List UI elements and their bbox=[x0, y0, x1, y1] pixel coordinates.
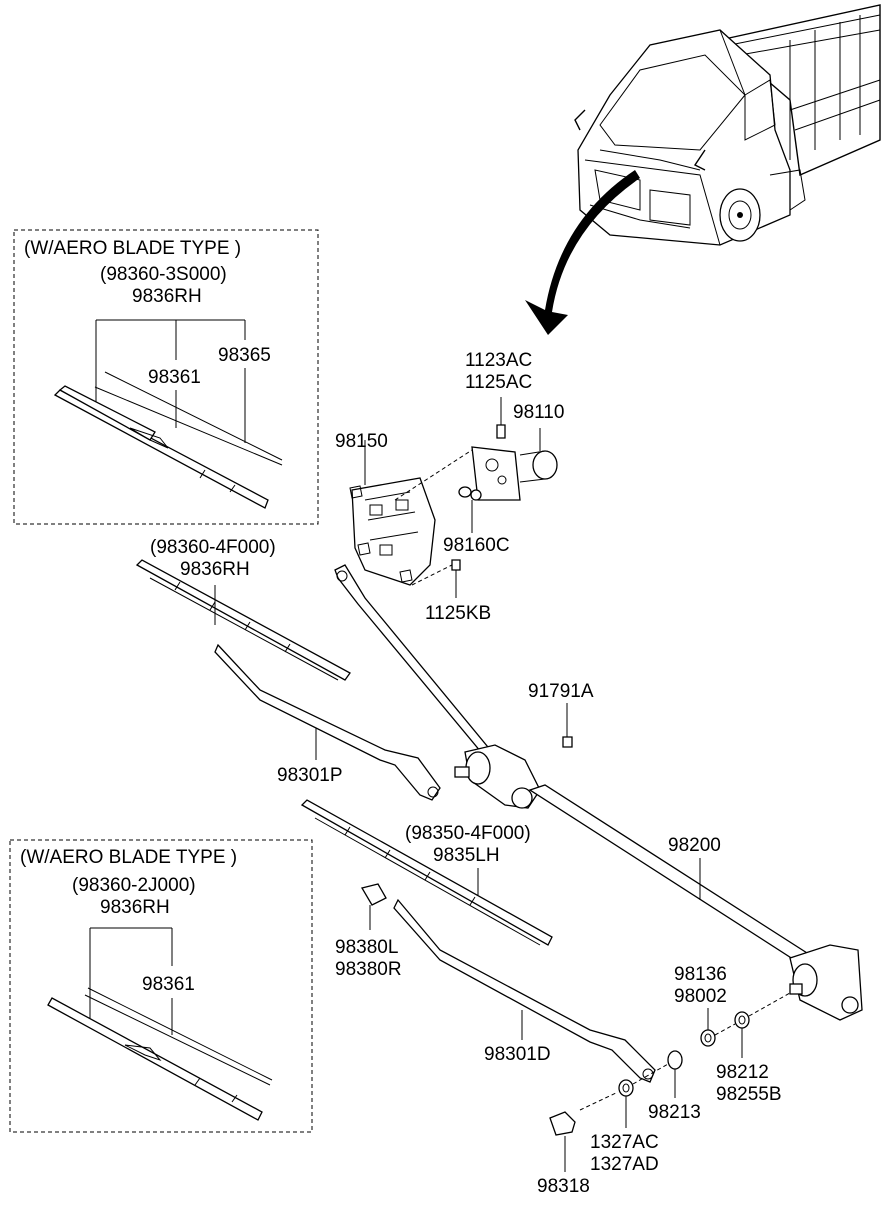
label-98212: 98212 bbox=[716, 1062, 769, 1083]
label-98301d: 98301D bbox=[484, 1044, 551, 1065]
label-98318: 98318 bbox=[537, 1176, 590, 1197]
label-98380l: 98380L bbox=[335, 937, 398, 958]
label-98002: 98002 bbox=[674, 986, 727, 1007]
label-98200: 98200 bbox=[668, 835, 721, 856]
inset-lower-name: 9836RH bbox=[100, 897, 170, 918]
label-1327ac: 1327AC bbox=[590, 1132, 659, 1153]
wiper-blade-lh bbox=[300, 799, 553, 946]
inset-upper-label-98361: 98361 bbox=[148, 367, 201, 388]
inset-box-upper: (W/AERO BLADE TYPE ) (98360-3S000) 9836R… bbox=[13, 229, 319, 525]
inset-upper-title: (W/AERO BLADE TYPE ) bbox=[24, 238, 241, 259]
label-98213: 98213 bbox=[648, 1102, 701, 1123]
inset-upper-name: 9836RH bbox=[132, 286, 202, 307]
label-1125kb: 1125KB bbox=[425, 603, 491, 624]
wiper-arm-lh bbox=[393, 898, 656, 1083]
inset-lower-code: (98360-2J000) bbox=[72, 875, 196, 896]
small-parts bbox=[549, 992, 791, 1172]
label-9836rh: 9836RH bbox=[180, 559, 250, 580]
label-98380r: 98380R bbox=[335, 959, 402, 980]
inset-lower-title: (W/AERO BLADE TYPE ) bbox=[20, 847, 237, 868]
wiper-blade-rh bbox=[135, 559, 351, 681]
inset-upper-code: (98360-3S000) bbox=[100, 264, 227, 285]
label-98110: 98110 bbox=[513, 402, 564, 423]
label-1125ac: 1125AC bbox=[465, 372, 532, 393]
callout-labels: 1123AC 1125AC 98110 98150 98160C 1125KB … bbox=[150, 350, 782, 1197]
inset-lower-label-98361: 98361 bbox=[142, 974, 195, 995]
label-98150: 98150 bbox=[335, 431, 388, 452]
label-98350-4f000: (98350-4F000) bbox=[405, 823, 531, 844]
inset-box-lower: (W/AERO BLADE TYPE ) (98360-2J000) 9836R… bbox=[9, 839, 313, 1133]
label-98136: 98136 bbox=[674, 964, 727, 985]
motor-bracket-assembly bbox=[349, 397, 558, 598]
label-1123ac: 1123AC bbox=[465, 350, 532, 371]
label-91791a: 91791A bbox=[528, 681, 594, 702]
inset-upper-label-98365: 98365 bbox=[218, 345, 271, 366]
linkage-assembly bbox=[334, 564, 863, 1021]
label-98360-4f000: (98360-4F000) bbox=[150, 537, 276, 558]
label-1327ad: 1327AD bbox=[590, 1154, 659, 1175]
label-98160c: 98160C bbox=[443, 535, 510, 556]
wiper-arm-rh bbox=[214, 643, 441, 801]
arrow-indicator bbox=[525, 170, 640, 335]
label-98301p: 98301P bbox=[277, 765, 343, 786]
truck-illustration bbox=[525, 4, 881, 335]
label-98255b: 98255B bbox=[716, 1084, 782, 1105]
label-9835lh: 9835LH bbox=[433, 845, 500, 866]
connector-part bbox=[360, 883, 387, 930]
